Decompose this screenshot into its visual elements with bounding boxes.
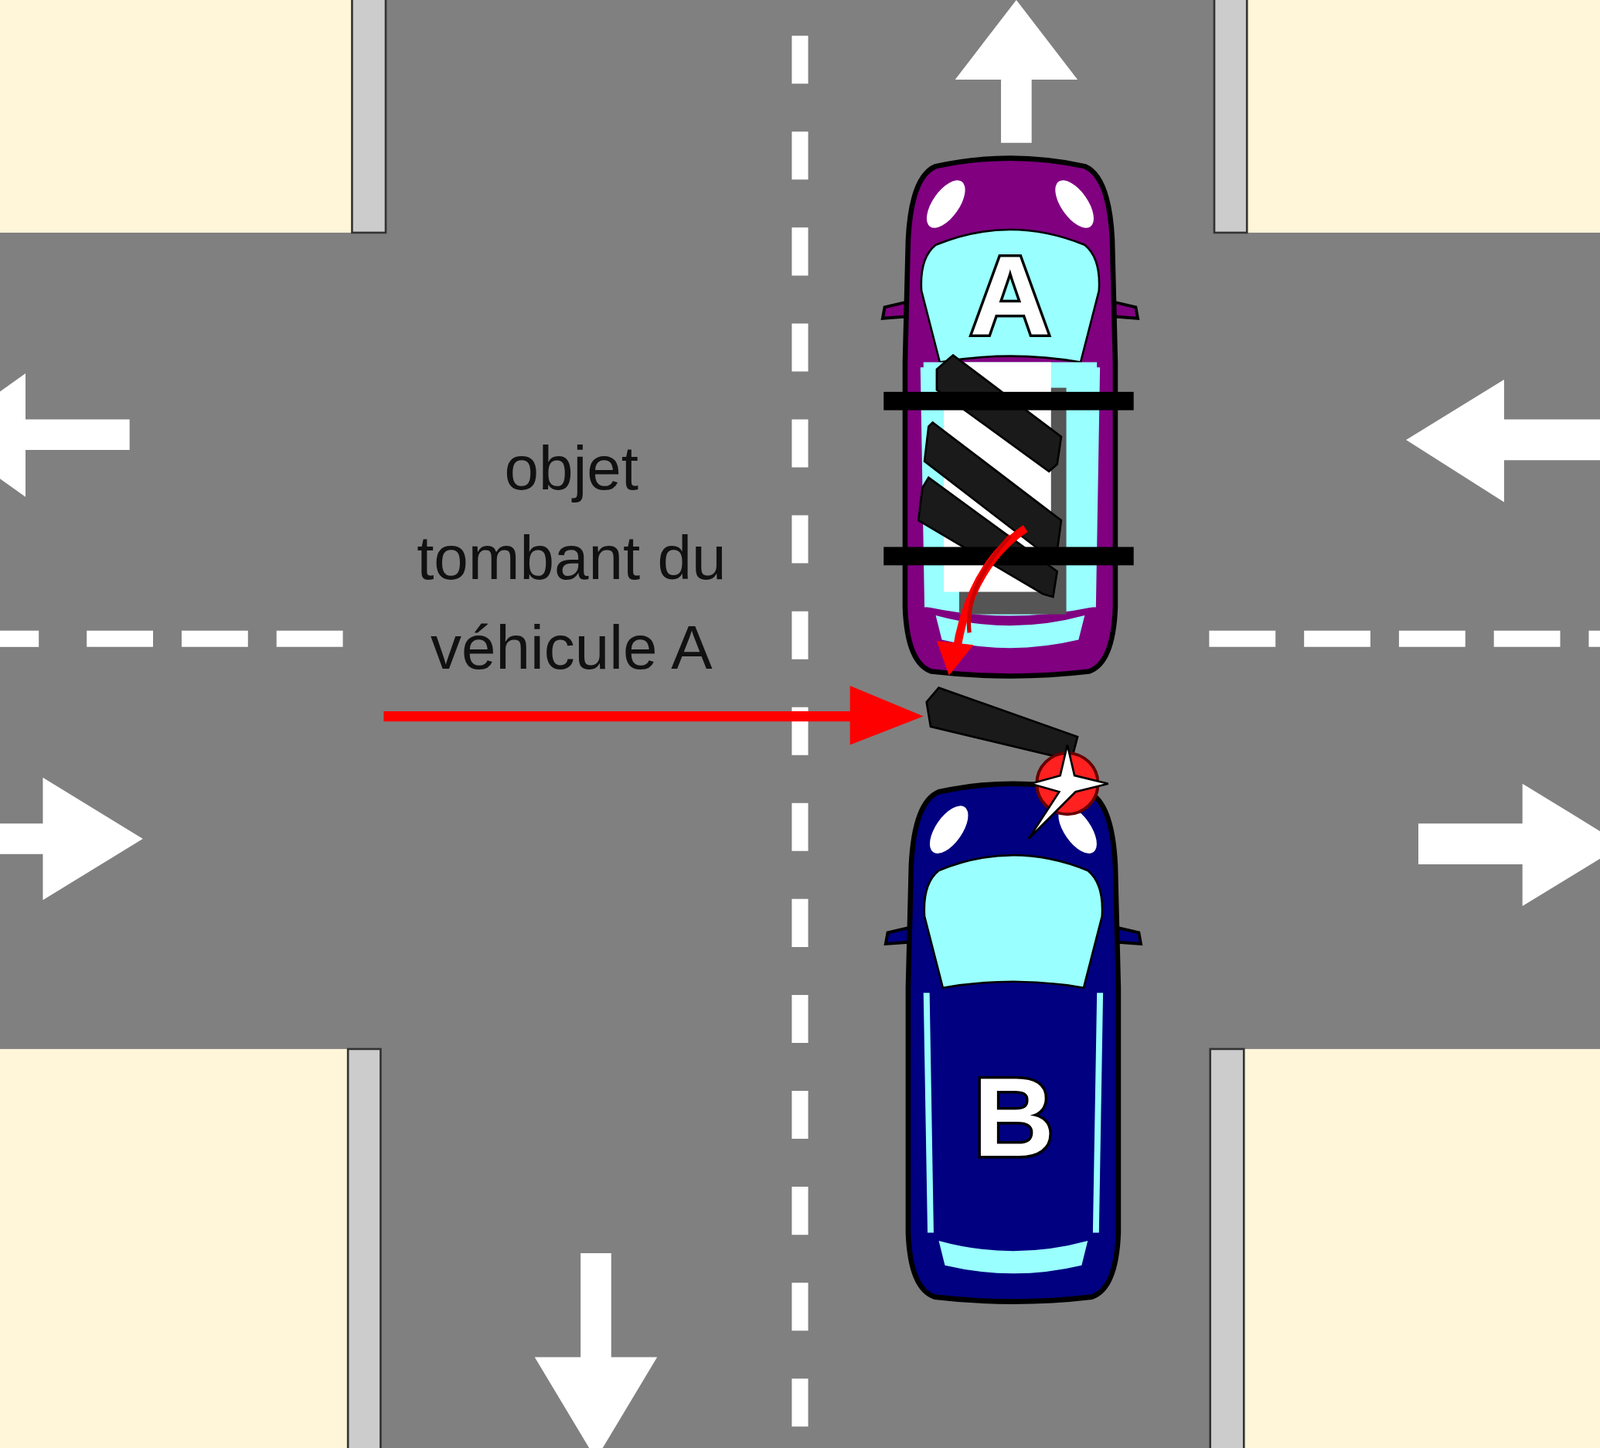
vehicle-letter: B <box>908 1061 1120 1174</box>
annotation: objet tombant du véhicule A <box>401 423 743 693</box>
car: B <box>908 783 1120 1301</box>
vehicle-letter: A <box>905 239 1116 352</box>
car: A <box>905 158 1116 676</box>
